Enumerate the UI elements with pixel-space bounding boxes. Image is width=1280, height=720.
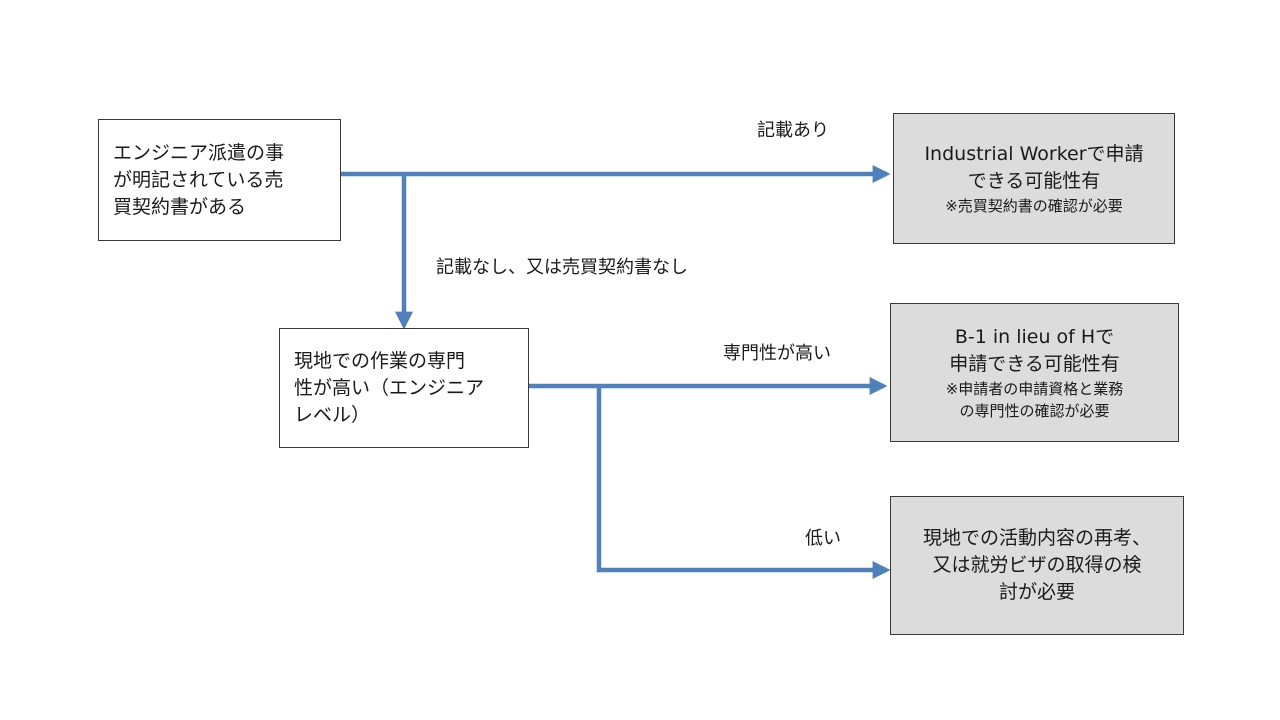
decision-expertise-level: 現地での作業の専門 性が高い（エンジニア レベル） <box>279 328 529 448</box>
outcome-reconsider: 現地での活動内容の再考、 又は就労ビザの取得の検 討が必要 <box>890 496 1184 635</box>
label-not-stated: 記載なし、又は売買契約書なし <box>436 257 688 278</box>
outcome-2-note: ※申請者の申請資格と業務 <box>945 379 1124 398</box>
decision-2-line: 現地での作業の専門 <box>294 349 466 372</box>
outcome-2-line: 申請できる可能性有 <box>949 352 1120 375</box>
decision-2-line: 性が高い（エンジニア <box>294 376 485 399</box>
decision-engineer-contract: エンジニア派遣の事 が明記されている売 買契約書がある <box>98 119 341 241</box>
outcome-3-line: 討が必要 <box>998 581 1075 603</box>
outcome-3-line: 現地での活動内容の再考、 <box>922 527 1151 549</box>
decision-1-line: が明記されている売 <box>113 168 284 191</box>
label-low: 低い <box>805 528 841 549</box>
decision-1-line: 買契約書がある <box>113 195 247 218</box>
decision-2-line: レベル） <box>294 403 371 426</box>
outcome-1-line: Industrial Workerで申請 <box>924 142 1144 165</box>
outcome-1-note: ※売買契約書の確認が必要 <box>945 196 1123 215</box>
decision-1-line: エンジニア派遣の事 <box>113 141 285 164</box>
outcome-b1-in-lieu-of-h: B-1 in lieu of Hで 申請できる可能性有 ※申請者の申請資格と業務… <box>890 303 1179 442</box>
outcome-3-line: 又は就労ビザの取得の検 <box>932 554 1142 576</box>
label-high-expertise: 専門性が高い <box>723 343 831 364</box>
connector-to-reconsider <box>596 386 891 579</box>
outcome-1-line: できる可能性有 <box>967 169 1101 192</box>
outcome-industrial-worker: Industrial Workerで申請 できる可能性有 ※売買契約書の確認が必… <box>893 113 1175 244</box>
outcome-2-note: の専門性の確認が必要 <box>959 401 1110 420</box>
label-stated: 記載あり <box>757 120 829 141</box>
outcome-2-line: B-1 in lieu of Hで <box>954 325 1115 348</box>
